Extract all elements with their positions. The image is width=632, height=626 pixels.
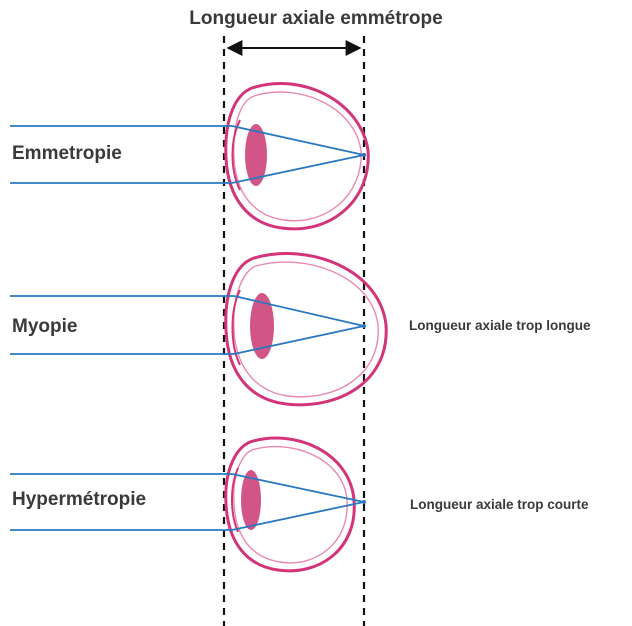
diagram-title: Longueur axiale emmétrope	[0, 8, 632, 30]
note-hypermetropie: Longueur axiale trop courte	[410, 497, 589, 512]
label-myopie: Myopie	[12, 316, 77, 338]
eye-sclera	[226, 254, 386, 405]
eye-hypermetropie	[226, 438, 366, 571]
eye-myopie	[226, 254, 386, 405]
label-hypermetropie: Hypermétropie	[12, 489, 146, 511]
label-emmetropie: Emmetropie	[12, 143, 122, 165]
eye-emmetropie	[226, 83, 368, 228]
note-myopie: Longueur axiale trop longue	[409, 318, 591, 333]
